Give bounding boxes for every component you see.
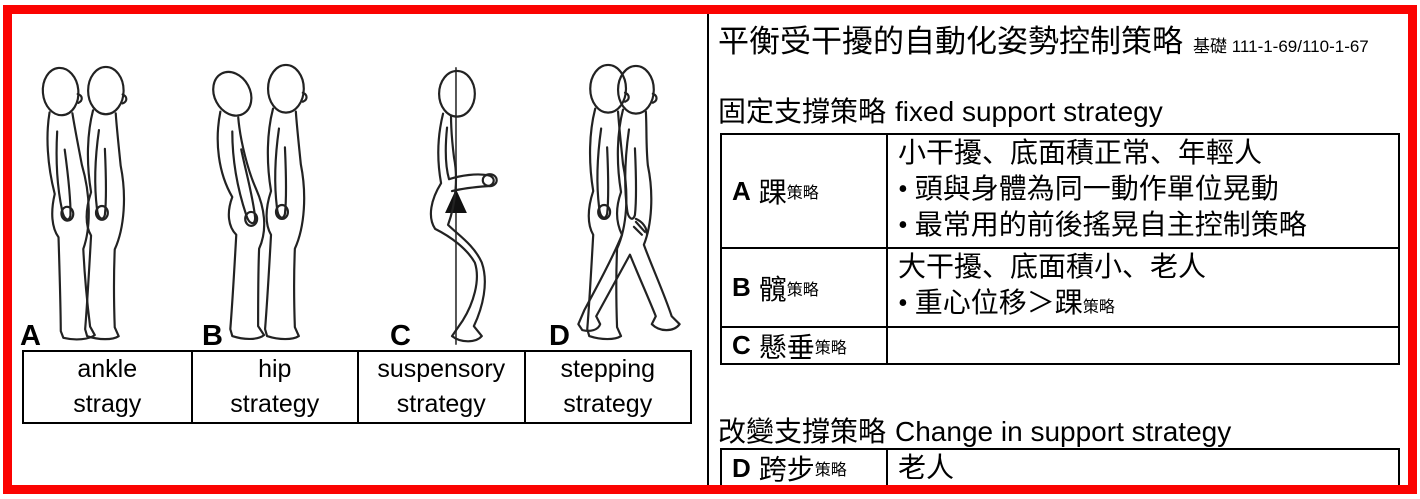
- open-hand-detail: [632, 217, 648, 236]
- row-letter: D: [732, 452, 751, 483]
- row-content-ankle: 小干擾、底面積正常、年輕人 • 頭與身體為同一動作單位晃動 • 最常用的前後搖晃…: [888, 135, 1398, 247]
- label-line: strategy: [563, 390, 653, 418]
- strategy-label-table: ankle stragy hip strategy suspensory str…: [22, 350, 692, 424]
- row-label-hip: B 髖 策略: [722, 249, 888, 326]
- heading-en: Change in support strategy: [895, 416, 1232, 447]
- table-row-hip: B 髖 策略 大干擾、底面積小、老人 • 重心位移＞踝策略: [722, 249, 1398, 328]
- suspensory-strategy-figure: [429, 66, 498, 346]
- row-label-stepping: D 跨步 策略: [722, 450, 888, 486]
- row-name-zh: 踝: [758, 178, 787, 209]
- heading-en: fixed support strategy: [895, 96, 1163, 127]
- label-cell-suspensory: suspensory strategy: [357, 352, 524, 422]
- title-text: 平衡受干擾的自動化姿勢控制策略: [718, 24, 1183, 59]
- label-cell-hip: hip strategy: [190, 352, 358, 422]
- row-label-suspensory: C 懸垂 策略: [722, 328, 888, 363]
- content-line: • 最常用的前後搖晃自主控制策略: [898, 210, 1307, 241]
- change-support-heading: 改變支撐策略 Change in support strategy: [718, 410, 1231, 450]
- upward-arrow-icon: [445, 189, 467, 213]
- table-row-stepping: D 跨步 策略 老人: [722, 450, 1398, 486]
- content-line: • 頭與身體為同一動作單位晃動: [898, 174, 1279, 205]
- panel-divider-line: [707, 14, 709, 486]
- label-line: strategy: [230, 390, 320, 418]
- fixed-support-heading: 固定支撐策略 fixed support strategy: [718, 90, 1163, 130]
- label-line: hip: [258, 355, 292, 383]
- label-line: strategy: [396, 390, 486, 418]
- label-cell-ankle: ankle stragy: [24, 352, 191, 422]
- table-row-ankle: A 踝 策略 小干擾、底面積正常、年輕人 • 頭與身體為同一動作單位晃動 • 最…: [722, 135, 1398, 249]
- row-letter: A: [732, 175, 751, 206]
- row-content-suspensory: [888, 328, 1398, 363]
- table-row-suspensory: C 懸垂 策略: [722, 328, 1398, 363]
- row-label-ankle: A 踝 策略: [722, 135, 888, 247]
- change-support-table: D 跨步 策略 老人: [720, 448, 1400, 488]
- label-line: ankle: [77, 355, 138, 383]
- content-line: 小干擾、底面積正常、年輕人: [898, 138, 1263, 169]
- row-content-hip: 大干擾、底面積小、老人 • 重心位移＞踝策略: [888, 249, 1398, 326]
- content-line: 大干擾、底面積小、老人: [898, 252, 1207, 283]
- label-line: stragy: [73, 390, 142, 418]
- hip-strategy-figure: [204, 63, 308, 341]
- row-letter: B: [732, 272, 751, 302]
- label-line: suspensory: [377, 355, 506, 383]
- label-line: stepping: [560, 355, 656, 383]
- row-name-zh: 跨步: [758, 455, 815, 486]
- heading-zh: 改變支撐策略: [718, 417, 887, 448]
- row-name-sub: 策略: [814, 462, 847, 479]
- row-letter: C: [732, 330, 751, 360]
- row-content-stepping: 老人: [898, 453, 955, 484]
- content-line-main: • 重心位移＞踝: [898, 288, 1083, 319]
- figure-letter-a: A: [20, 320, 41, 352]
- row-name-zh: 髖: [758, 274, 787, 306]
- row-name-sub: 策略: [814, 339, 847, 357]
- stepping-strategy-figure: [577, 63, 681, 341]
- label-cell-stepping: stepping strategy: [523, 352, 691, 422]
- row-name-sub: 策略: [786, 281, 819, 299]
- fixed-support-table: A 踝 策略 小干擾、底面積正常、年輕人 • 頭與身體為同一動作單位晃動 • 最…: [720, 133, 1400, 365]
- page-title: 平衡受干擾的自動化姿勢控制策略 基礎 111-1-69/110-1-67: [718, 16, 1408, 61]
- content-line: • 重心位移＞踝策略: [898, 286, 1388, 326]
- row-name-sub: 策略: [786, 185, 819, 202]
- figure-letter-c: C: [390, 320, 411, 352]
- heading-zh: 固定支撐策略: [718, 97, 887, 128]
- ankle-strategy-figure: [36, 65, 128, 343]
- figure-letter-d: D: [549, 320, 570, 352]
- title-reference: 基礎 111-1-69/110-1-67: [1193, 37, 1369, 56]
- figure-letter-b: B: [202, 320, 223, 352]
- row-name-zh: 懸垂: [758, 332, 815, 364]
- content-line-sub: 策略: [1082, 299, 1115, 316]
